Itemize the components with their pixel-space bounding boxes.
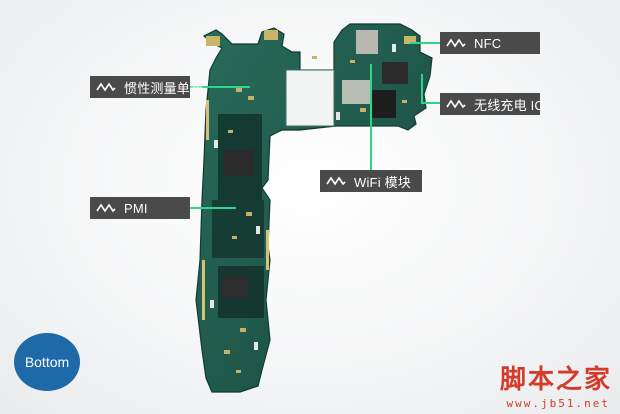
watermark-url: www.jb51.net — [506, 397, 610, 410]
pulse-icon — [96, 82, 116, 92]
wifi-leader-line — [370, 64, 372, 170]
nfc-label: NFC — [474, 35, 502, 51]
wifi-label: WiFi 模块 — [354, 174, 411, 190]
wifi-tag: WiFi 模块 — [320, 170, 422, 192]
imu-tag: 惯性测量单元 — [90, 76, 203, 98]
pulse-icon — [326, 176, 346, 186]
pulse-icon — [446, 38, 466, 48]
wireless-charging-leader-v — [421, 74, 423, 102]
pulse-icon — [96, 203, 116, 213]
nfc-tag: NFC — [440, 32, 540, 54]
imu-label: 惯性测量单元 — [124, 80, 204, 96]
pulse-icon — [446, 99, 466, 109]
wireless-charging-tag: 无线充电 IC — [440, 93, 544, 115]
pmi-tag: PMI — [90, 197, 190, 219]
wireless-charging-leader-h — [421, 102, 440, 104]
nfc-leader-line — [410, 42, 440, 44]
watermark-title: 脚本之家 — [499, 365, 612, 395]
pmi-label: PMI — [124, 200, 148, 216]
pmi-leader-line — [190, 207, 236, 209]
imu-leader-line — [190, 86, 250, 88]
side-badge: Bottom — [14, 333, 80, 391]
wireless-charging-label: 无线充电 IC — [474, 97, 545, 113]
